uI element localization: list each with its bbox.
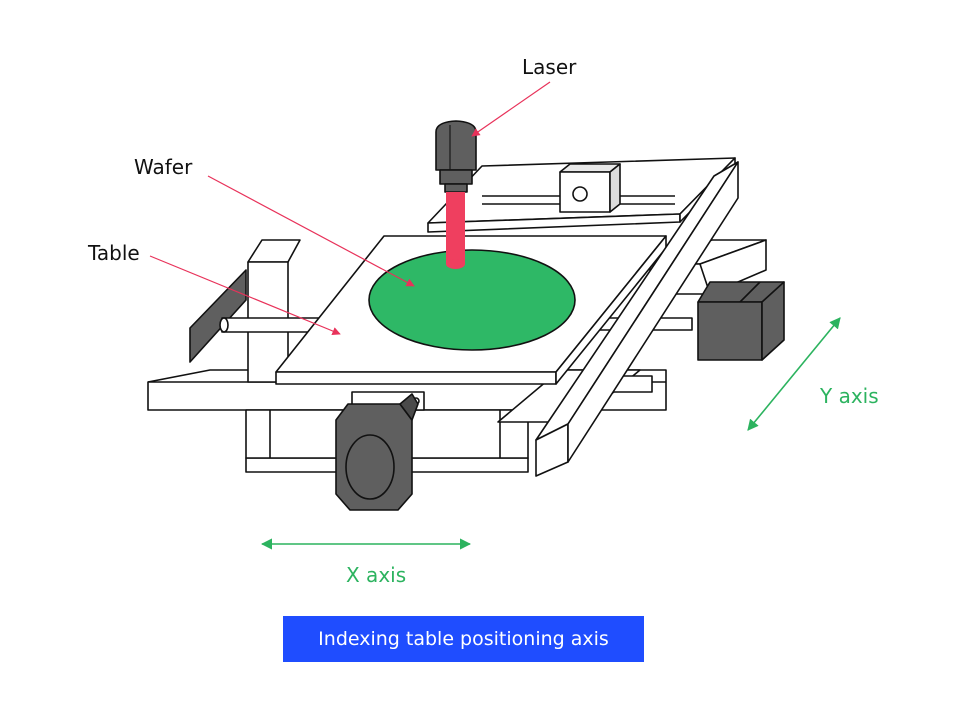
y-axis-arrow: [747, 317, 841, 431]
y-rail-front: [535, 161, 739, 477]
y-axis-label: Y axis: [820, 384, 879, 408]
laser-label: Laser: [522, 55, 577, 79]
caption-text: Indexing table positioning axis: [318, 628, 609, 650]
caption-banner: Indexing table positioning axis: [283, 616, 644, 662]
y-axis-motor: [697, 281, 785, 361]
table-leader-line: [149, 255, 341, 336]
x-axis-motor: [335, 391, 425, 511]
laser-beam: [446, 192, 465, 264]
laser-leader-line: [471, 81, 551, 137]
y-rear-motor-block: [559, 163, 621, 213]
wafer-leader-line: [207, 175, 415, 287]
laser-beam-tip: [446, 259, 465, 269]
wafer-label: Wafer: [134, 155, 193, 179]
laser-head: [435, 120, 477, 193]
x-axis-label: X axis: [346, 563, 407, 587]
wafer-disc: [368, 249, 576, 351]
table-label: Table: [88, 241, 140, 265]
